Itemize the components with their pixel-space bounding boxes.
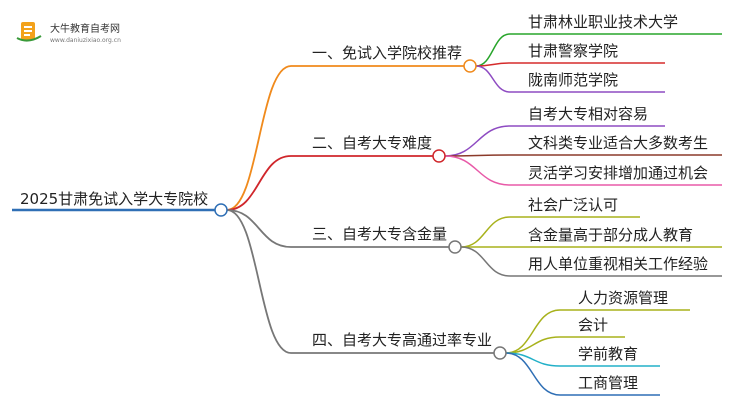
branch-1-label: 一、免试入学院校推荐 [312,44,462,62]
branch-1-leaf-2-label: 甘肃警察学院 [528,42,618,60]
branch-1-connector [226,65,292,211]
mindmap-nodes: 2025甘肃免试入学大专院校 一、免试入学院校推荐 甘肃林业职业技术大学甘肃警察学院… [20,13,708,392]
mindmap-links [12,33,722,396]
branch-3-leaf-1-connector [460,216,511,248]
branch-3-leaf-1-label: 社会广泛认可 [528,196,618,214]
branch-3-leaf-3-connector [460,246,511,277]
branch-2-label: 二、自考大专难度 [312,134,432,152]
branch-4-leaf-4-label: 工商管理 [578,374,638,392]
branch-3-leaf-3-label: 用人单位重视相关工作经验 [528,255,708,273]
branch-2-leaf-2-label: 文科类专业适合大多数考生 [528,134,708,152]
branch-4-leaf-3-label: 学前教育 [578,345,638,363]
branch-2-leaf-1-label: 自考大专相对容易 [528,105,648,123]
branch-1-leaf-1-connector [475,33,511,67]
branch-3-connector [226,209,292,248]
branch-3-leaf-2-label: 含金量高于部分成人教育 [528,226,693,244]
branch-1-leaf-3-connector [475,65,511,93]
branch-1-circle[interactable] [463,59,477,73]
branch-4-leaf-2-label: 会计 [578,316,608,334]
branch-4-leaf-1-label: 人力资源管理 [578,289,668,307]
branch-4-circle[interactable] [493,346,507,360]
branch-2-leaf-3-connector [444,155,511,186]
brand-name: 大牛教育自考网 [50,22,120,35]
root-node-label: 2025甘肃免试入学大专院校 [20,190,208,208]
branch-4-label: 四、自考大专高通过率专业 [312,331,492,349]
branch-3-label: 三、自考大专含金量 [312,225,447,243]
branch-2-leaf-3-label: 灵活学习安排增加通过机会 [528,164,708,182]
brand-logo: 大牛教育自考网 www.daniuzixiao.org.cn [16,22,121,44]
branch-1-leaf-1-label: 甘肃林业职业技术大学 [528,13,678,31]
branch-1-leaf-3-label: 陇南师范学院 [528,71,618,89]
branch-4-connector [226,209,292,354]
branch-4-leaf-1-connector [505,309,561,354]
branch-3-circle[interactable] [448,240,462,254]
branch-2-circle[interactable] [432,149,446,163]
brand-url: www.daniuzixiao.org.cn [50,37,121,44]
branch-2-leaf-1-connector [444,125,511,157]
branch-2-connector [226,155,292,211]
book-icon [16,22,42,42]
root-node-circle[interactable] [214,203,228,217]
branch-4-leaf-4-connector [505,352,561,396]
branch-4-leaf-2-connector [505,336,561,354]
